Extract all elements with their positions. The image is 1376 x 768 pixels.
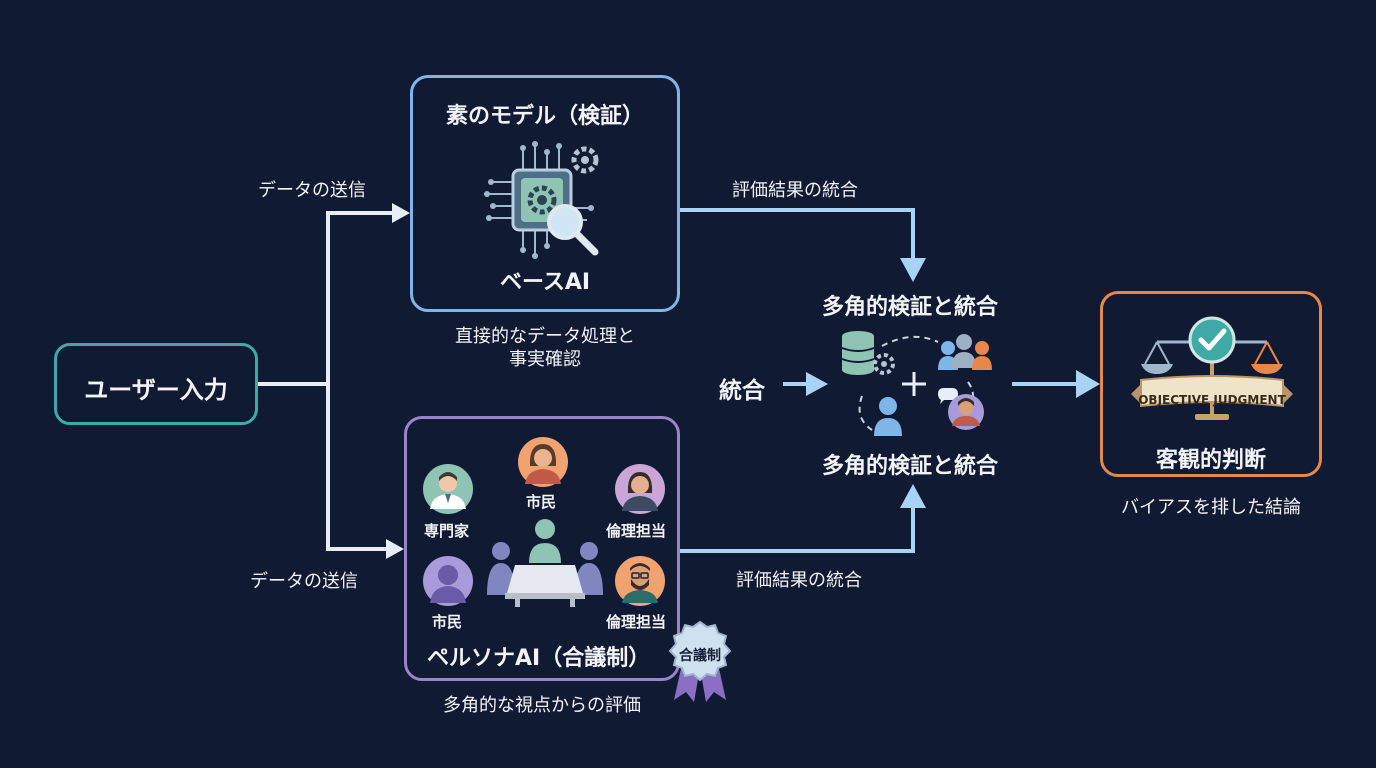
- user-input-node: ユーザー入力: [54, 343, 258, 425]
- scales-check-icon: [1131, 316, 1293, 420]
- persona-label-4: 倫理担当: [606, 613, 667, 631]
- integration-title-bottom: 多角的検証と統合: [822, 454, 999, 479]
- arrowhead-send-top: [392, 203, 410, 223]
- output-node-name: 客観的判断: [1155, 448, 1266, 473]
- persona-model-node: 専門家 市民 倫理担当 市民: [404, 416, 680, 681]
- database-people-integration-icon: [841, 331, 992, 436]
- meeting-table-icon: [487, 519, 603, 607]
- base-model-node: 素のモデル（検証）: [410, 75, 680, 312]
- persona-label-0: 専門家: [424, 522, 470, 540]
- arrowhead-merge-bottom: [900, 484, 926, 508]
- edge-send-bottom: [326, 384, 386, 551]
- integrate-label: 統合: [719, 378, 765, 404]
- consensus-badge-label: 合議制: [679, 648, 721, 664]
- arrowhead-send-bottom: [386, 539, 404, 559]
- arrowhead-integrate: [806, 372, 828, 396]
- merge-bottom-label: 評価結果の統合: [736, 570, 862, 591]
- edge-send-top: [326, 211, 392, 384]
- output-banner-text: OBJECTIVE JUDGMENT: [1138, 393, 1286, 407]
- consensus-badge-icon: [668, 620, 732, 702]
- doctor-avatar-icon: [423, 464, 473, 514]
- persona-label-2: 倫理担当: [606, 522, 667, 540]
- person-avatar-icon: [423, 556, 473, 606]
- output-node: OBJECTIVE JUDGMENT 客観的判断: [1100, 291, 1322, 477]
- output-caption: バイアスを排した結論: [1121, 497, 1301, 518]
- woman-avatar-icon: [518, 437, 568, 487]
- persona-label-3: 市民: [432, 613, 463, 631]
- persona-label-1: 市民: [526, 493, 557, 511]
- woman-avatar-icon: [615, 464, 665, 514]
- send-bottom-label: データの送信: [250, 571, 358, 592]
- persona-model-caption: 多角的な視点からの評価: [443, 695, 641, 716]
- user-input-label: ユーザー入力: [84, 376, 228, 404]
- edge-merge-bottom: [680, 506, 915, 553]
- send-top-label: データの送信: [258, 180, 366, 201]
- merge-top-label: 評価結果の統合: [732, 180, 858, 201]
- base-model-name: ベースAI: [499, 270, 591, 295]
- edge-merge-top: [680, 208, 915, 262]
- integration-title-top: 多角的検証と統合: [822, 295, 999, 320]
- base-model-caption-line1: 直接的なデータ処理と: [455, 326, 635, 347]
- arrowhead-merge-top: [900, 258, 926, 282]
- base-model-caption-line2: 事実確認: [509, 349, 581, 370]
- persona-model-name: ペルソナAI（合議制）: [427, 646, 651, 671]
- arrowhead-output: [1076, 370, 1100, 398]
- chip-gear-magnifier-icon: [484, 141, 599, 259]
- base-model-title: 素のモデル（検証）: [445, 104, 644, 129]
- bearded-man-avatar-icon: [615, 556, 665, 606]
